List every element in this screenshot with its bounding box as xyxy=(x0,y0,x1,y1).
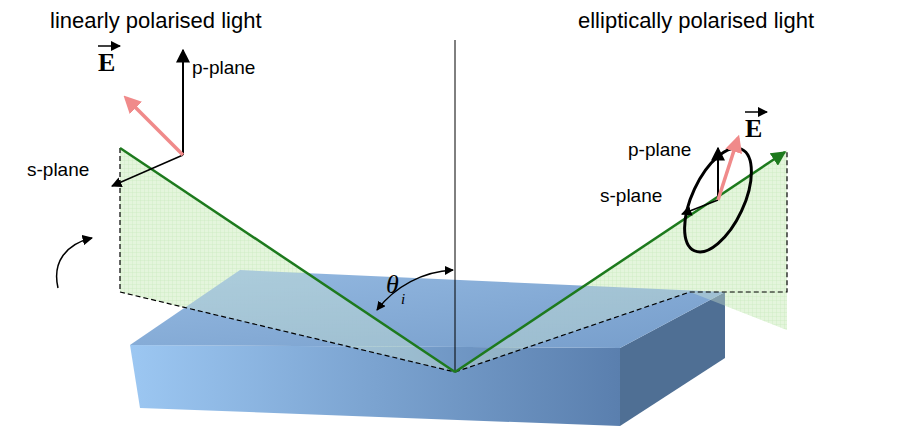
axis-label: p-plane xyxy=(628,140,691,159)
field-symbol: E xyxy=(745,116,762,142)
e-field-vector xyxy=(718,138,738,200)
surface-normal xyxy=(455,40,456,372)
p-axis xyxy=(182,50,184,155)
incident-ray xyxy=(120,148,455,372)
plane-pointer xyxy=(57,238,92,288)
angle-subscript: i xyxy=(401,292,405,307)
incidence-plane xyxy=(455,150,787,372)
vector-arrow xyxy=(745,111,767,113)
vector-arrow xyxy=(98,45,120,47)
axis-label: s-plane xyxy=(600,186,662,205)
heading-label: linearly polarised light xyxy=(50,10,262,32)
heading-label: elliptically polarised light xyxy=(578,10,814,32)
reflected-ray xyxy=(455,152,785,372)
field-symbol: E xyxy=(98,50,115,76)
slab-front xyxy=(130,345,620,426)
angle-arc xyxy=(377,270,453,310)
s-axis xyxy=(112,155,183,186)
e-field-vector xyxy=(126,98,183,155)
axis-label: s-plane xyxy=(27,160,89,179)
angle-symbol: θ xyxy=(386,272,399,298)
plane-edge xyxy=(120,148,787,372)
incidence-plane xyxy=(120,148,455,372)
axis-label: p-plane xyxy=(192,58,255,77)
s-axis xyxy=(682,200,718,214)
